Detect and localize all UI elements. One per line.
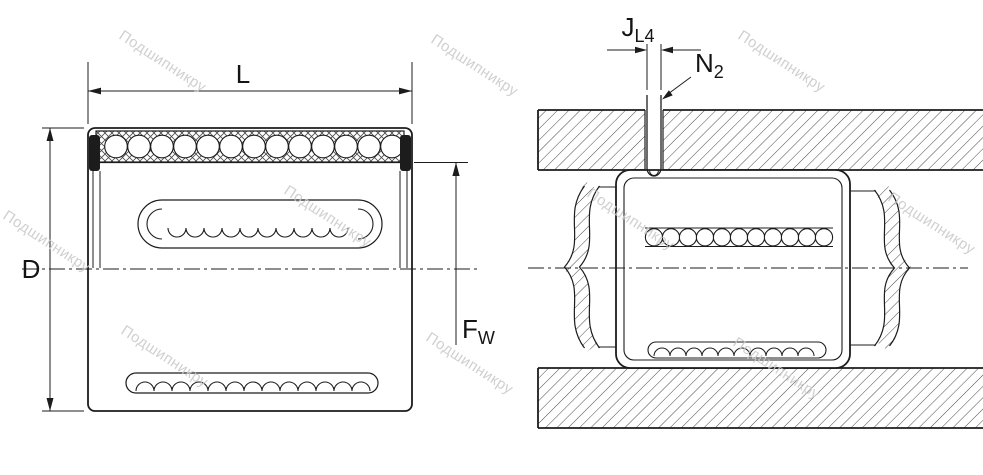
watermark-text: Подшипникру bbox=[0, 207, 93, 276]
bearing-outline-right bbox=[615, 169, 851, 369]
right-view-mounted-section bbox=[528, 95, 983, 429]
arrowhead bbox=[399, 87, 412, 95]
watermark-text: Подшипникру bbox=[116, 27, 210, 96]
housing-bottom bbox=[537, 367, 983, 429]
seal-lip-lines bbox=[92, 171, 408, 268]
arrowhead bbox=[662, 90, 673, 100]
ball-row-top bbox=[104, 134, 404, 159]
dimension-JL4: JL4 bbox=[607, 12, 701, 90]
bearing-cage-outline bbox=[623, 177, 843, 361]
arrowhead bbox=[452, 162, 460, 176]
arrowhead bbox=[661, 46, 673, 54]
dimension-FW-label: FW bbox=[462, 314, 495, 348]
dimension-D-label: D bbox=[22, 254, 41, 284]
dimension-L-label: L bbox=[236, 59, 250, 89]
dimension-D: D bbox=[22, 127, 84, 412]
seal-right bbox=[400, 135, 411, 171]
locating-hole-gap bbox=[645, 108, 663, 171]
arrowhead bbox=[88, 87, 101, 95]
dimension-L: L bbox=[87, 59, 413, 124]
arrowhead bbox=[46, 398, 54, 411]
left-view-bearing-section bbox=[22, 127, 478, 412]
dimension-N2: N2 bbox=[662, 48, 724, 100]
track-ball-scallops bbox=[167, 227, 349, 238]
lubrication-hole-pin bbox=[646, 95, 662, 177]
shaft-break-left bbox=[562, 181, 616, 353]
arrowhead bbox=[635, 46, 647, 54]
dimension-N2-label: N2 bbox=[695, 48, 724, 82]
watermark-text: Подшипникру bbox=[735, 27, 829, 96]
dimension-JL4-label: JL4 bbox=[621, 12, 654, 46]
seal-left bbox=[89, 135, 100, 171]
dimension-FW: FW bbox=[414, 162, 495, 348]
ball-row-bottom-right bbox=[647, 341, 827, 359]
ball-row-right bbox=[644, 228, 834, 247]
watermark-text: Подшипникру bbox=[428, 31, 522, 100]
housing-top bbox=[537, 108, 983, 171]
ball-recirculation-track bbox=[137, 199, 383, 249]
ball-row-bottom bbox=[125, 372, 379, 394]
arrowhead bbox=[46, 128, 54, 141]
